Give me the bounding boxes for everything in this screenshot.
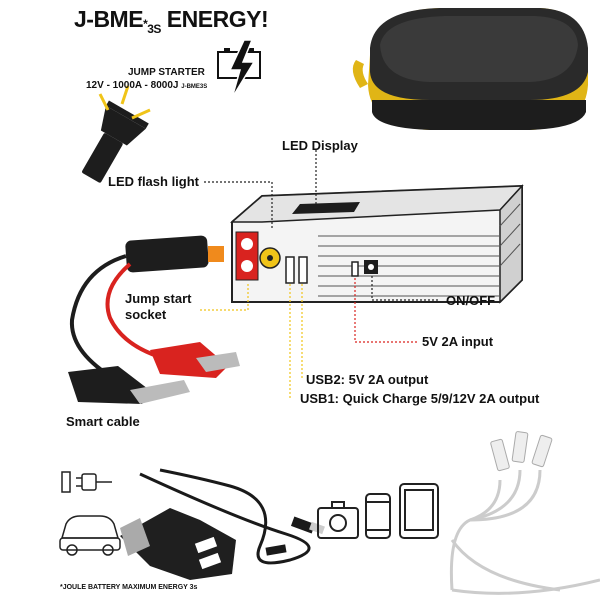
brand-star: * bbox=[143, 16, 148, 31]
label-jump-socket-1: Jump start bbox=[125, 291, 192, 306]
jump-starter-device bbox=[229, 184, 524, 304]
car-icon bbox=[59, 515, 121, 556]
multi-cable-image bbox=[449, 469, 600, 595]
label-on-off: ON/OFF bbox=[446, 293, 496, 308]
brand-name: J-BME bbox=[74, 6, 144, 32]
tablet-icon bbox=[399, 483, 439, 539]
label-jump-socket-2: socket bbox=[125, 307, 167, 322]
label-led-display: LED Display bbox=[282, 138, 358, 153]
usb-cable-image bbox=[139, 468, 325, 565]
car-charger-image bbox=[120, 508, 236, 580]
brand-title: J-BME*3S ENERGY! bbox=[74, 6, 269, 36]
plug-icon bbox=[61, 471, 112, 493]
label-input: 5V 2A input bbox=[422, 334, 494, 349]
label-smart-cable: Smart cable bbox=[66, 414, 140, 429]
lightning-battery-icon bbox=[217, 39, 261, 99]
label-usb1: USB1: Quick Charge 5/9/12V 2A output bbox=[300, 391, 540, 406]
phone-icon bbox=[365, 493, 391, 539]
spec-model: J-BME3S bbox=[181, 84, 208, 90]
label-usb2: USB2: 5V 2A output bbox=[306, 372, 429, 387]
brand-sub: 3S bbox=[147, 21, 161, 36]
flashlight-icon bbox=[82, 85, 151, 183]
carry-case-image bbox=[352, 8, 588, 130]
label-led-flash: LED flash light bbox=[108, 174, 199, 189]
spec-line-2: 12V - 1000A - 8000J J-BME3S bbox=[86, 80, 207, 91]
brand-suffix: ENERGY! bbox=[160, 6, 269, 32]
spec-line-1: JUMP STARTER bbox=[128, 67, 205, 78]
smart-cable-image bbox=[68, 235, 240, 404]
camera-icon bbox=[317, 501, 359, 539]
spec-values: 12V - 1000A - 8000J bbox=[86, 80, 179, 91]
footnote: *JOULE BATTERY MAXIMUM ENERGY 3s bbox=[60, 584, 198, 591]
